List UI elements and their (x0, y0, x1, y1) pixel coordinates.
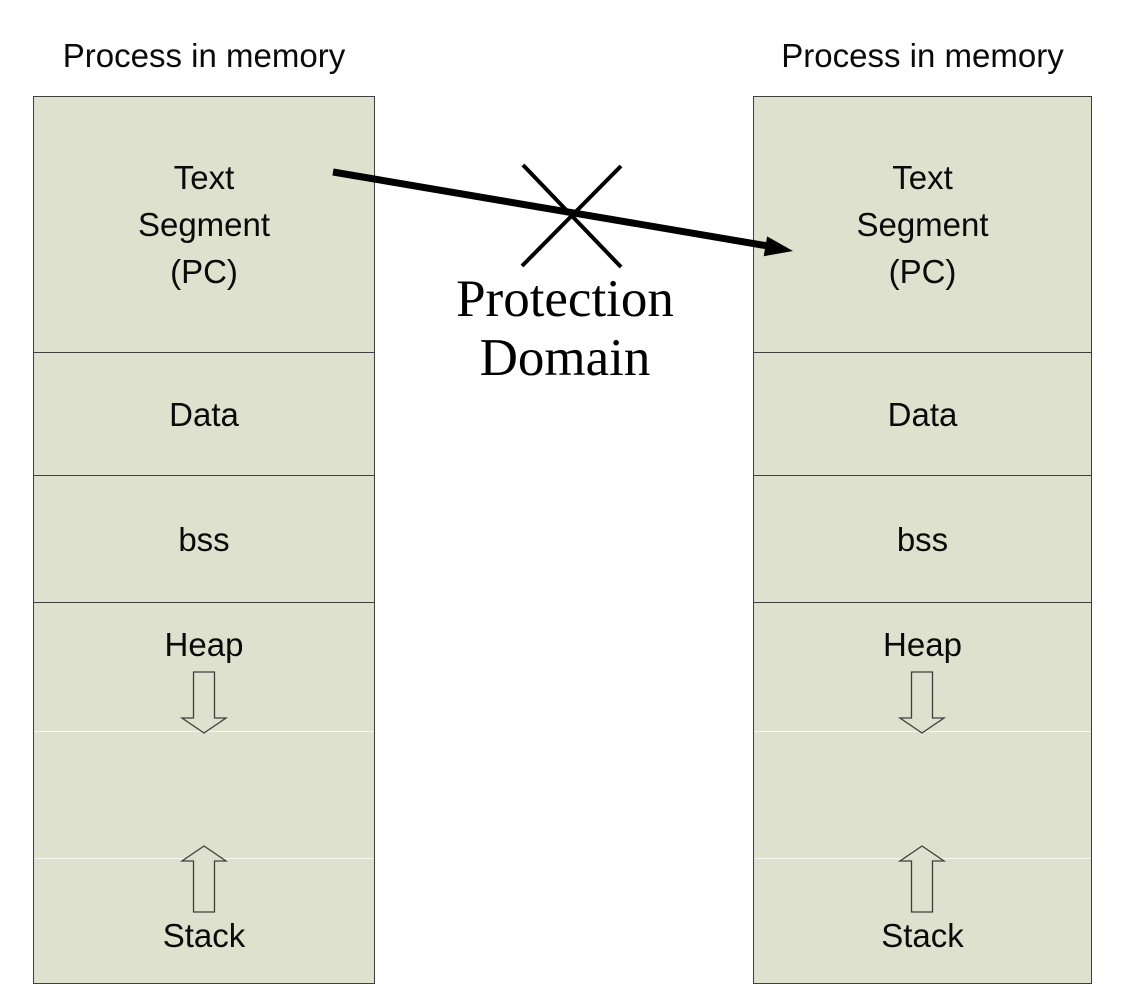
segment-bss: bss (34, 475, 374, 602)
segment-text: Text Segment (PC) (754, 97, 1091, 352)
segment-data: Data (34, 352, 374, 475)
segment-label: Data (169, 395, 239, 433)
segment-heap: Heap (754, 602, 1091, 731)
segment-text: Text Segment (PC) (34, 97, 374, 352)
segment-free-space (34, 731, 374, 858)
process-title-right: Process in memory (781, 37, 1064, 74)
segment-label: Text Segment (PC) (856, 159, 989, 290)
segment-label: Stack (881, 917, 964, 954)
segment-label: Text Segment (PC) (137, 159, 271, 290)
segment-free-space (754, 731, 1091, 858)
process-memory-column-right: Text Segment (PC) Data bss Heap Stack (753, 96, 1092, 984)
segment-label: Heap (164, 626, 244, 663)
segment-label: Stack (162, 917, 246, 954)
segment-data: Data (754, 352, 1091, 475)
blocked-transfer-arrow-icon (332, 168, 793, 257)
protection-domain-label: Protection Domain (456, 270, 674, 387)
segment-bss: bss (754, 475, 1091, 602)
segment-stack: Stack (754, 858, 1091, 983)
segment-label: Data (887, 395, 958, 433)
segment-stack: Stack (34, 858, 374, 983)
segment-label: bss (896, 520, 949, 558)
process-memory-column-left: Text Segment (PC) Data bss Heap Stack (33, 96, 375, 984)
segment-label: bss (178, 520, 230, 558)
prohibition-cross-icon (520, 163, 623, 269)
segment-label: Heap (883, 626, 962, 663)
segment-heap: Heap (34, 602, 374, 731)
process-title-left: Process in memory (62, 37, 346, 74)
